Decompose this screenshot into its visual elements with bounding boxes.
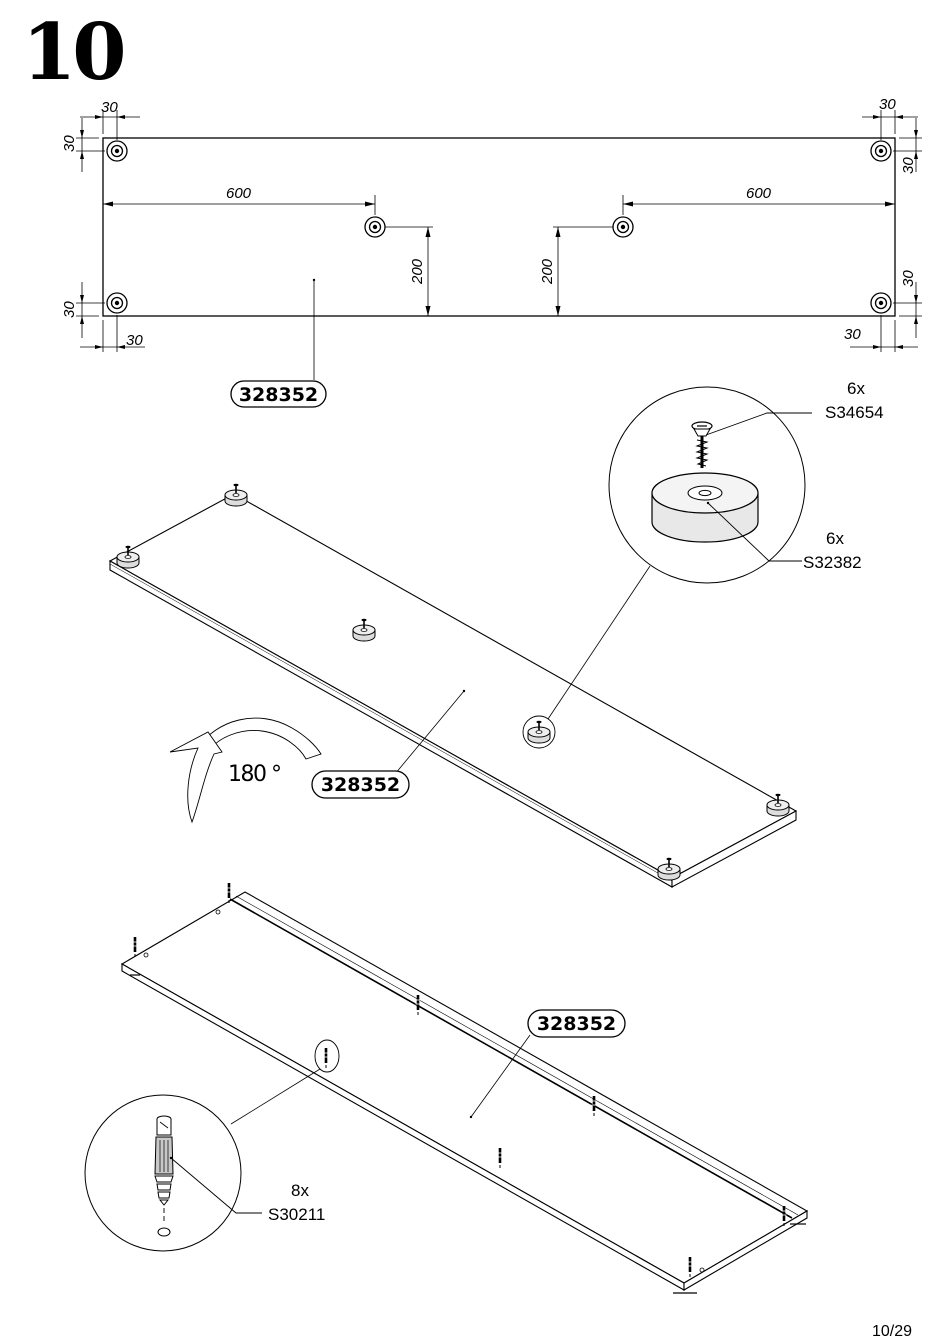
top-view-panel bbox=[102, 137, 896, 380]
rotate-arrow-icon bbox=[169, 717, 322, 824]
glide-hole-icon bbox=[106, 292, 128, 314]
page-number: 10/29 bbox=[872, 1323, 913, 1340]
screw-code: S34654 bbox=[825, 403, 884, 422]
dim-600-left: 600 bbox=[226, 185, 252, 202]
glide-hole-icon bbox=[612, 216, 634, 238]
part-label-dowels: 328352 bbox=[527, 1009, 626, 1038]
panel-with-feet bbox=[108, 482, 798, 888]
foot-quantity: 6x bbox=[826, 529, 844, 548]
screw-icon bbox=[691, 421, 713, 468]
dimension-labels: 30 30 30 30 30 30 30 30 600 600 200 200 bbox=[61, 96, 917, 349]
dowel-quantity: 8x bbox=[291, 1181, 309, 1200]
part-label-top: 328352 bbox=[230, 380, 327, 408]
dim-top-right-y: 30 bbox=[900, 157, 917, 174]
dim-bottom-right-x: 30 bbox=[844, 326, 861, 343]
glide-hole-icon bbox=[106, 140, 128, 162]
glide-hole-icon bbox=[364, 216, 386, 238]
part-label-text: 328352 bbox=[537, 1013, 616, 1035]
dim-200-right: 200 bbox=[539, 258, 556, 285]
step-number: 10 bbox=[22, 7, 127, 98]
dim-top-right-x: 30 bbox=[879, 96, 896, 113]
glide-hole-icon bbox=[870, 140, 892, 162]
dim-bottom-left-x: 30 bbox=[126, 332, 143, 349]
dim-600-right: 600 bbox=[746, 185, 772, 202]
dimension-arrows bbox=[80, 115, 918, 349]
glide-hole-icon bbox=[870, 292, 892, 314]
foot-code: S32382 bbox=[803, 553, 862, 572]
dimension-lines bbox=[76, 110, 922, 352]
part-label-feet: 328352 bbox=[311, 770, 410, 799]
dim-top-left-y: 30 bbox=[61, 135, 78, 152]
dowel-code: S30211 bbox=[268, 1205, 325, 1224]
part-label-text: 328352 bbox=[239, 384, 318, 406]
rotation-angle-label: 180 ° bbox=[228, 762, 282, 787]
panel-with-dowels bbox=[120, 881, 809, 1294]
foot-detail-callout bbox=[608, 386, 812, 584]
dim-bottom-right-y: 30 bbox=[900, 270, 917, 287]
part-label-text: 328352 bbox=[321, 774, 400, 796]
dowel-icon bbox=[154, 1115, 174, 1237]
dim-bottom-left-y: 30 bbox=[61, 301, 78, 318]
dowel-detail-callout bbox=[84, 1094, 262, 1252]
foot-glide-icon bbox=[224, 482, 248, 507]
dim-200-left: 200 bbox=[409, 258, 426, 285]
screw-quantity: 6x bbox=[847, 379, 865, 398]
dim-top-left-x: 30 bbox=[101, 99, 118, 116]
dowel-icon bbox=[131, 935, 139, 959]
